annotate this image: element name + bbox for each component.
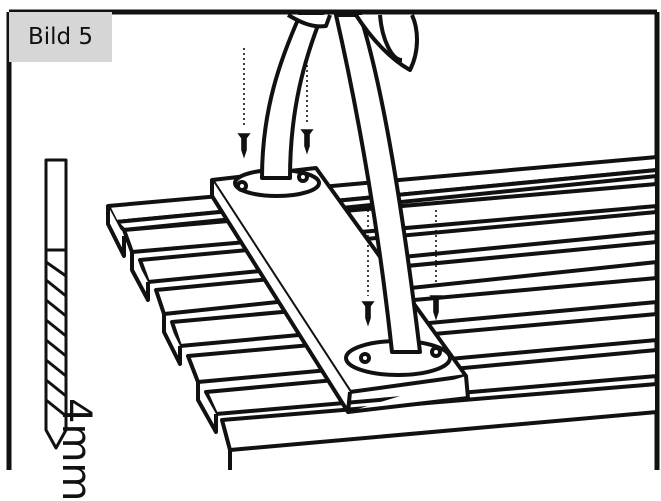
bench-leg-frame [260, 13, 422, 354]
drill-bit-icon [44, 158, 68, 450]
step-label: Bild 5 [9, 12, 112, 62]
drill-size-label: 4mm [53, 398, 99, 501]
screw-icon [237, 48, 443, 327]
assembly-illustration [6, 9, 660, 470]
